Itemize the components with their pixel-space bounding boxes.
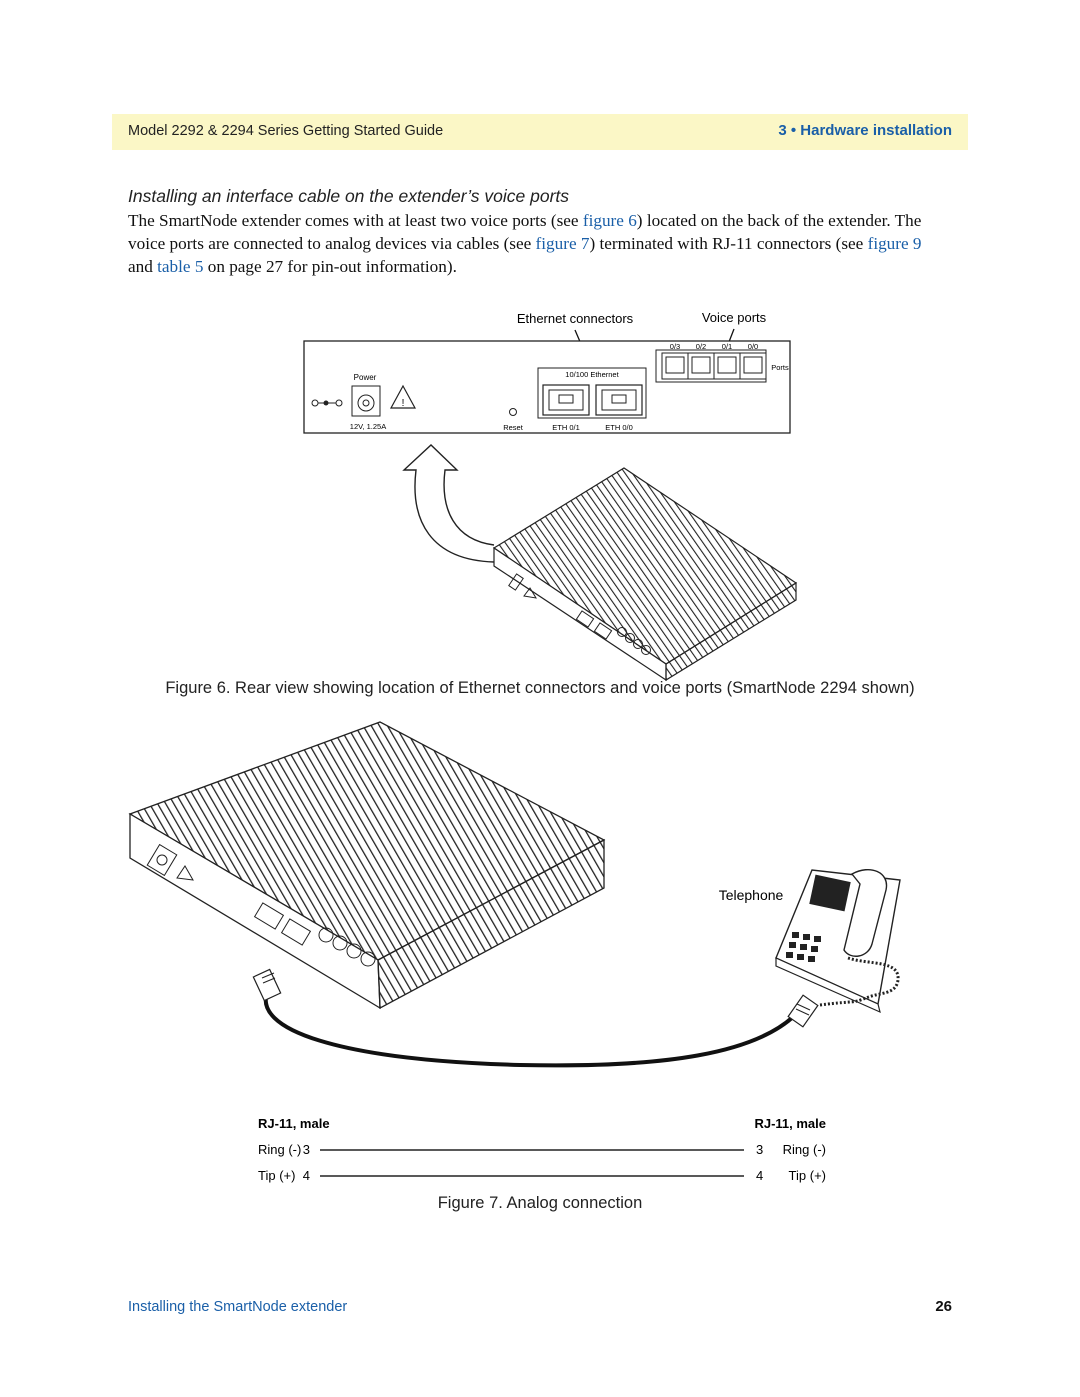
pin-right-name: Tip (+) <box>789 1168 826 1183</box>
left-connector-label: RJ-11, male <box>258 1116 330 1131</box>
reset-label: Reset <box>503 423 524 432</box>
port-label-00: 0/0 <box>748 342 758 351</box>
eth-port-1 <box>542 384 590 416</box>
power-jack-ring <box>357 394 375 412</box>
para-text: and <box>128 257 158 276</box>
warning-icon: ! <box>389 384 417 409</box>
callout-voice: Voice ports <box>702 310 767 325</box>
telephone-label: Telephone <box>719 887 784 903</box>
figure9-link[interactable]: figure 9 <box>867 234 922 253</box>
guide-title: Model 2292 & 2294 Series Getting Started… <box>128 123 444 139</box>
pin-left-name: Tip (+) <box>258 1168 295 1183</box>
ethernet-label: 10/100 Ethernet <box>565 370 619 379</box>
para-text: on page 27 for pin-out information). <box>203 257 457 276</box>
voice-port <box>661 352 689 380</box>
figure7-caption: Figure 7. Analog connection <box>437 1194 643 1212</box>
port-label-02: 0/2 <box>696 342 706 351</box>
right-connector-label: RJ-11, male <box>754 1116 826 1131</box>
section-title: Installing an interface cable on the ext… <box>128 186 570 206</box>
para-text: ) terminated with RJ-11 connectors (see <box>589 234 868 253</box>
eth0-label: ETH 0/0 <box>605 423 633 432</box>
figure6-link[interactable]: figure 6 <box>582 211 637 230</box>
pin-right-num: 4 <box>756 1168 763 1183</box>
chapter-link[interactable]: 3 • Hardware installation <box>778 122 952 139</box>
figure6-diagram: Ethernet connectors Voice ports Power ! … <box>303 310 798 682</box>
power-label: Power <box>354 373 377 382</box>
voice-port <box>713 352 741 380</box>
para-text: ) located on the back of the extender. T… <box>128 211 922 253</box>
pin-right-name: Ring (-) <box>783 1142 826 1157</box>
reset-button <box>509 408 517 416</box>
pin-left-num: 4 <box>303 1168 310 1183</box>
extender-device-large <box>128 721 606 1010</box>
running-header: Model 2292 & 2294 Series Getting Started… <box>112 114 968 150</box>
footer-section-link[interactable]: Installing the SmartNode extender <box>128 1299 348 1315</box>
callout-ethernet: Ethernet connectors <box>517 311 634 326</box>
svg-text:!: ! <box>402 398 405 409</box>
pin-left-name: Ring (-) <box>258 1142 301 1157</box>
extender-device-small <box>492 467 798 682</box>
ports-label: Ports <box>771 363 789 372</box>
ethernet-block <box>537 367 647 419</box>
telephone-icon <box>775 869 901 1014</box>
page-number: 26 <box>935 1298 952 1315</box>
para-text: The SmartNode extender comes with at lea… <box>128 211 583 230</box>
voice-port <box>687 352 715 380</box>
figure6-caption: Figure 6. Rear view showing location of … <box>165 679 915 697</box>
table5-link[interactable]: table 5 <box>157 257 204 276</box>
port-label-03: 0/3 <box>670 342 680 351</box>
polarity-icon <box>311 399 343 407</box>
voice-port <box>739 352 767 380</box>
pin-right-num: 3 <box>756 1142 763 1157</box>
power-rating: 12V, 1.25A <box>350 422 386 431</box>
eth-port-0 <box>595 384 643 416</box>
figure7-link[interactable]: figure 7 <box>535 234 590 253</box>
power-jack-pin <box>362 399 370 407</box>
port-label-01: 0/1 <box>722 342 732 351</box>
curved-arrow-icon <box>402 444 495 563</box>
pin-left-num: 3 <box>303 1142 310 1157</box>
rj11-cable <box>263 989 802 1068</box>
rj11-plug-left-icon <box>252 968 282 1002</box>
figure7-diagram: Telephone RJ-11, male RJ-11, male Ring (… <box>128 721 901 1183</box>
rj11-plug-right-icon <box>787 994 819 1028</box>
eth1-label: ETH 0/1 <box>552 423 580 432</box>
body-paragraph: The SmartNode extender comes with at lea… <box>128 209 948 278</box>
